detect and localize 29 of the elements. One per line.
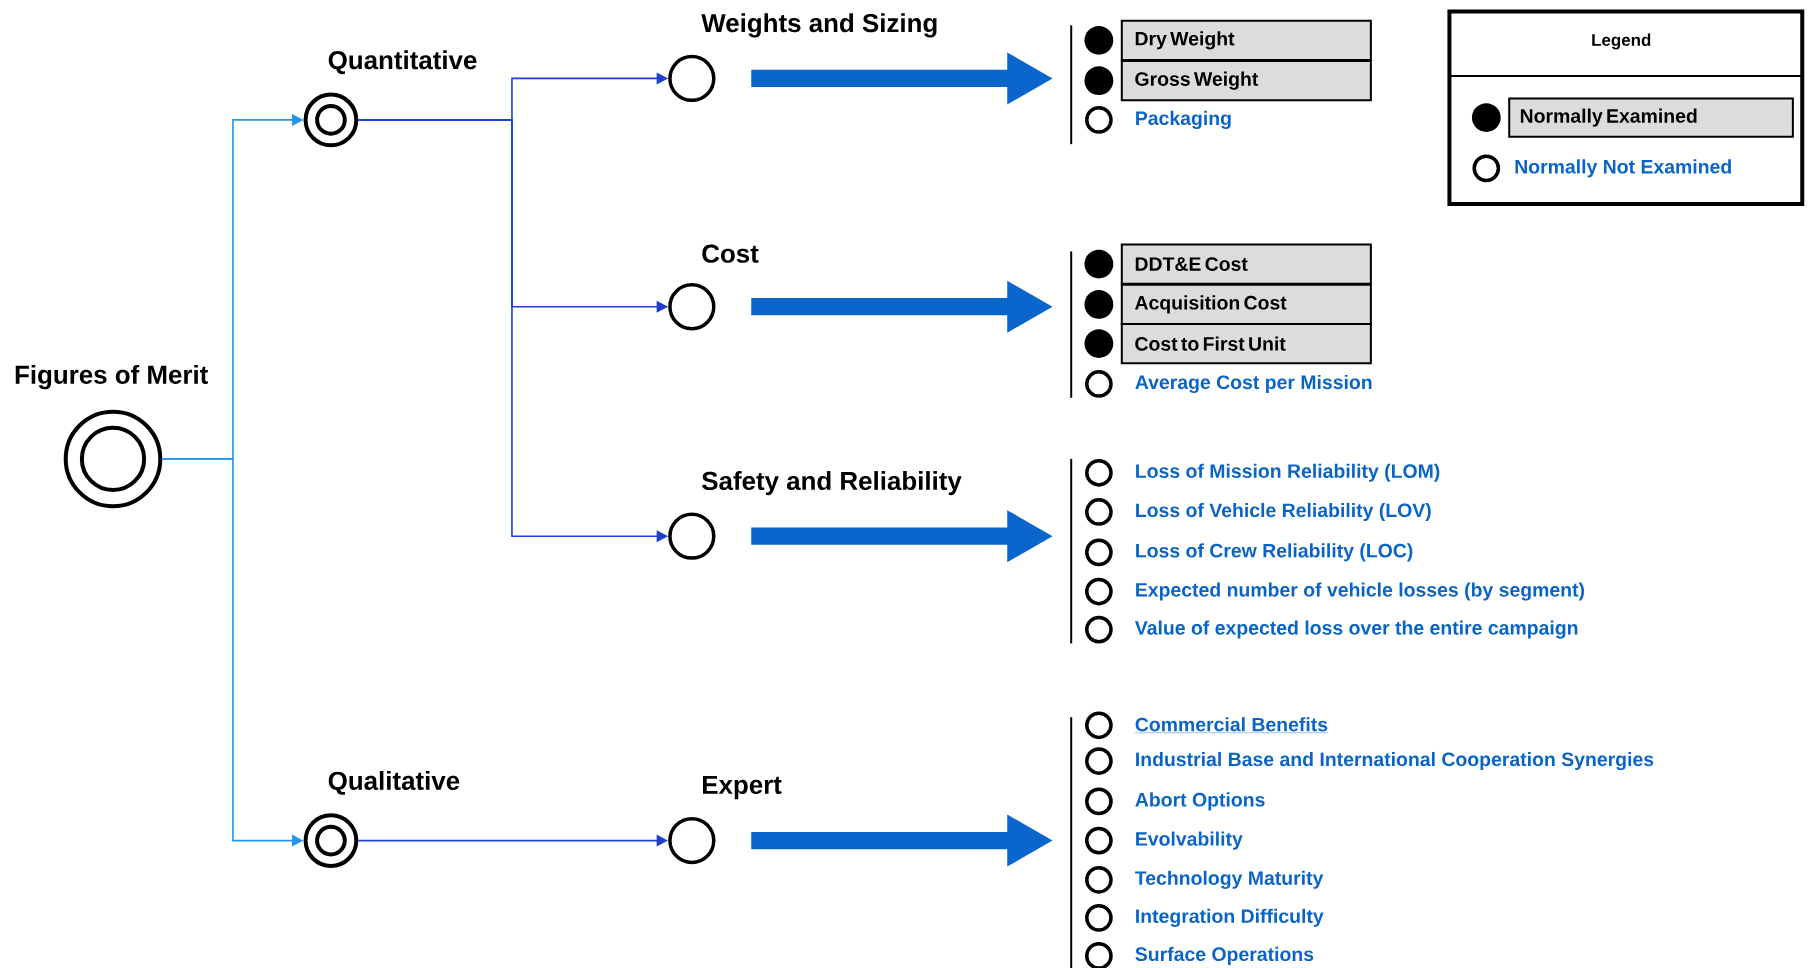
item-box: DDT&E Cost — [1120, 243, 1372, 285]
node-title: Qualitative — [328, 771, 460, 795]
node-title: Expert — [703, 775, 782, 800]
item-text: Industrial Base and International Cooperation Synergies — [1136, 751, 1654, 771]
item-text: Loss of Mission Reliability (LOM) — [1136, 463, 1440, 482]
item-text: Surface Operations — [1135, 946, 1314, 965]
node-title: Weights and Sizing — [701, 13, 937, 38]
item-text: Loss of Crew Reliability (LOC) — [1136, 543, 1413, 562]
item-text: Abort Options — [1135, 792, 1265, 811]
legend-entry: Normally Not Examined — [1515, 159, 1731, 178]
legend-title: Legend — [1592, 33, 1651, 50]
item-text: Average Cost per Mission — [1135, 374, 1372, 394]
node-title: Figures of Merit — [15, 364, 208, 390]
item-text: Packaging — [1136, 110, 1231, 129]
node-title: Quantitative — [328, 50, 477, 75]
item-text: Integration Difficulty — [1136, 908, 1324, 927]
item-box: Gross Weight — [1120, 60, 1372, 102]
item-box: Dry Weight — [1120, 19, 1372, 61]
node-title: Cost — [702, 244, 759, 263]
item-text: Value of expected loss over the entire campaign — [1134, 620, 1578, 639]
item-text: Loss of Vehicle Reliability (LOV) — [1136, 502, 1431, 521]
item-box: Cost to First Unit — [1120, 323, 1372, 365]
item-text: Commercial Benefits — [1134, 717, 1329, 734]
item-text: Evolvability — [1136, 831, 1243, 850]
item-text: Expected number of vehicle losses (by segment) — [1136, 582, 1584, 601]
item-box: Acquisition Cost — [1120, 283, 1372, 325]
legend-entry: Normally Examined — [1508, 97, 1794, 138]
node-title: Safety and Reliability — [702, 471, 962, 496]
item-text: Technology Maturity — [1135, 870, 1324, 889]
